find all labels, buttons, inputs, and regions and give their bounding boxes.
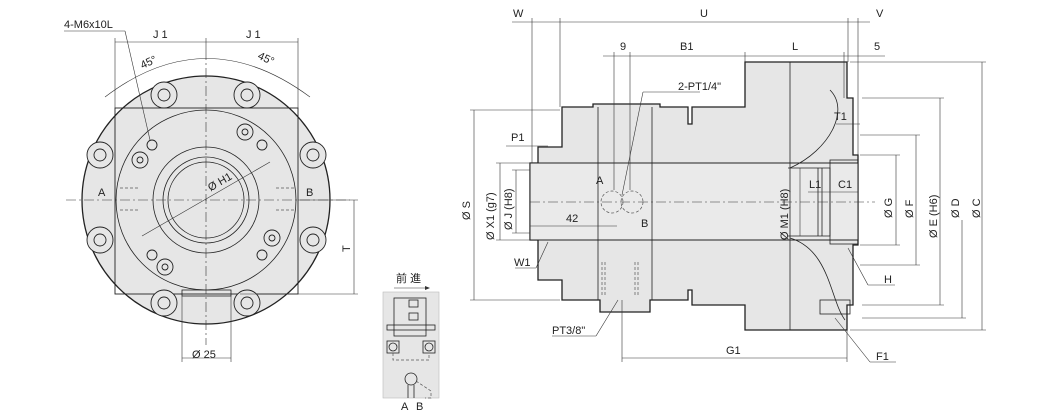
side-section-view: W U V 9 B1 L 5 2-PT1/4" P1 T1 Ø S Ø X1 (… <box>461 8 986 363</box>
schematic-port-b: B <box>416 401 423 413</box>
five-label: 5 <box>874 41 880 53</box>
h-label: H <box>884 274 892 286</box>
w1-label: W1 <box>514 257 531 269</box>
c-label: Ø C <box>971 198 983 218</box>
m1-label: Ø M1 (H8) <box>779 189 791 240</box>
mounting-square <box>114 107 299 295</box>
p1-label: P1 <box>511 132 524 144</box>
t-label: T <box>341 245 353 252</box>
forty-two-label: 42 <box>566 213 578 225</box>
hydraulic-schematic: 前 進 A B <box>382 271 440 413</box>
t1-label: T1 <box>834 111 847 123</box>
b1-label: B1 <box>680 41 693 53</box>
c1-label: C1 <box>838 179 852 191</box>
u-label: U <box>700 8 708 20</box>
pt38-label: PT3/8" <box>552 325 585 337</box>
x1-label: Ø X1 (g7) <box>485 192 497 240</box>
g-label: Ø G <box>883 198 895 218</box>
front-view: 4-M6x10L J 1 J 1 45° 45° A B Ø H1 T Ø 25 <box>64 19 358 362</box>
thread-label: 4-M6x10L <box>64 19 113 31</box>
bolt-holes <box>86 81 327 317</box>
d-label: Ø D <box>950 198 962 218</box>
l1-label: L1 <box>809 179 821 191</box>
d25-label: Ø 25 <box>192 349 216 361</box>
schematic-title: 前 進 <box>396 271 421 285</box>
b-label: B <box>641 218 648 230</box>
port-b-label: B <box>306 187 313 199</box>
a-label: A <box>596 175 604 187</box>
w-label: W <box>513 8 524 20</box>
g1-label: G1 <box>726 345 741 357</box>
angle-right-label: 45° <box>256 50 276 68</box>
port-slot <box>181 289 232 297</box>
nine-label: 9 <box>620 41 626 53</box>
j1-right-label: J 1 <box>246 29 261 41</box>
j-label: Ø J (H8) <box>503 188 515 230</box>
port-a-label: A <box>98 187 106 199</box>
l-label: L <box>792 41 798 53</box>
j1-left-label: J 1 <box>153 29 168 41</box>
s-label: Ø S <box>461 201 473 220</box>
piston-shaft <box>529 162 859 241</box>
f-label: Ø F <box>904 199 916 218</box>
pt14-label: 2-PT1/4" <box>678 81 721 93</box>
v-label: V <box>876 8 884 20</box>
f1-label: F1 <box>876 351 889 363</box>
schematic-port-a: A <box>401 401 409 413</box>
e-label: Ø E (H6) <box>928 195 940 238</box>
angle-left-label: 45° <box>139 54 159 72</box>
